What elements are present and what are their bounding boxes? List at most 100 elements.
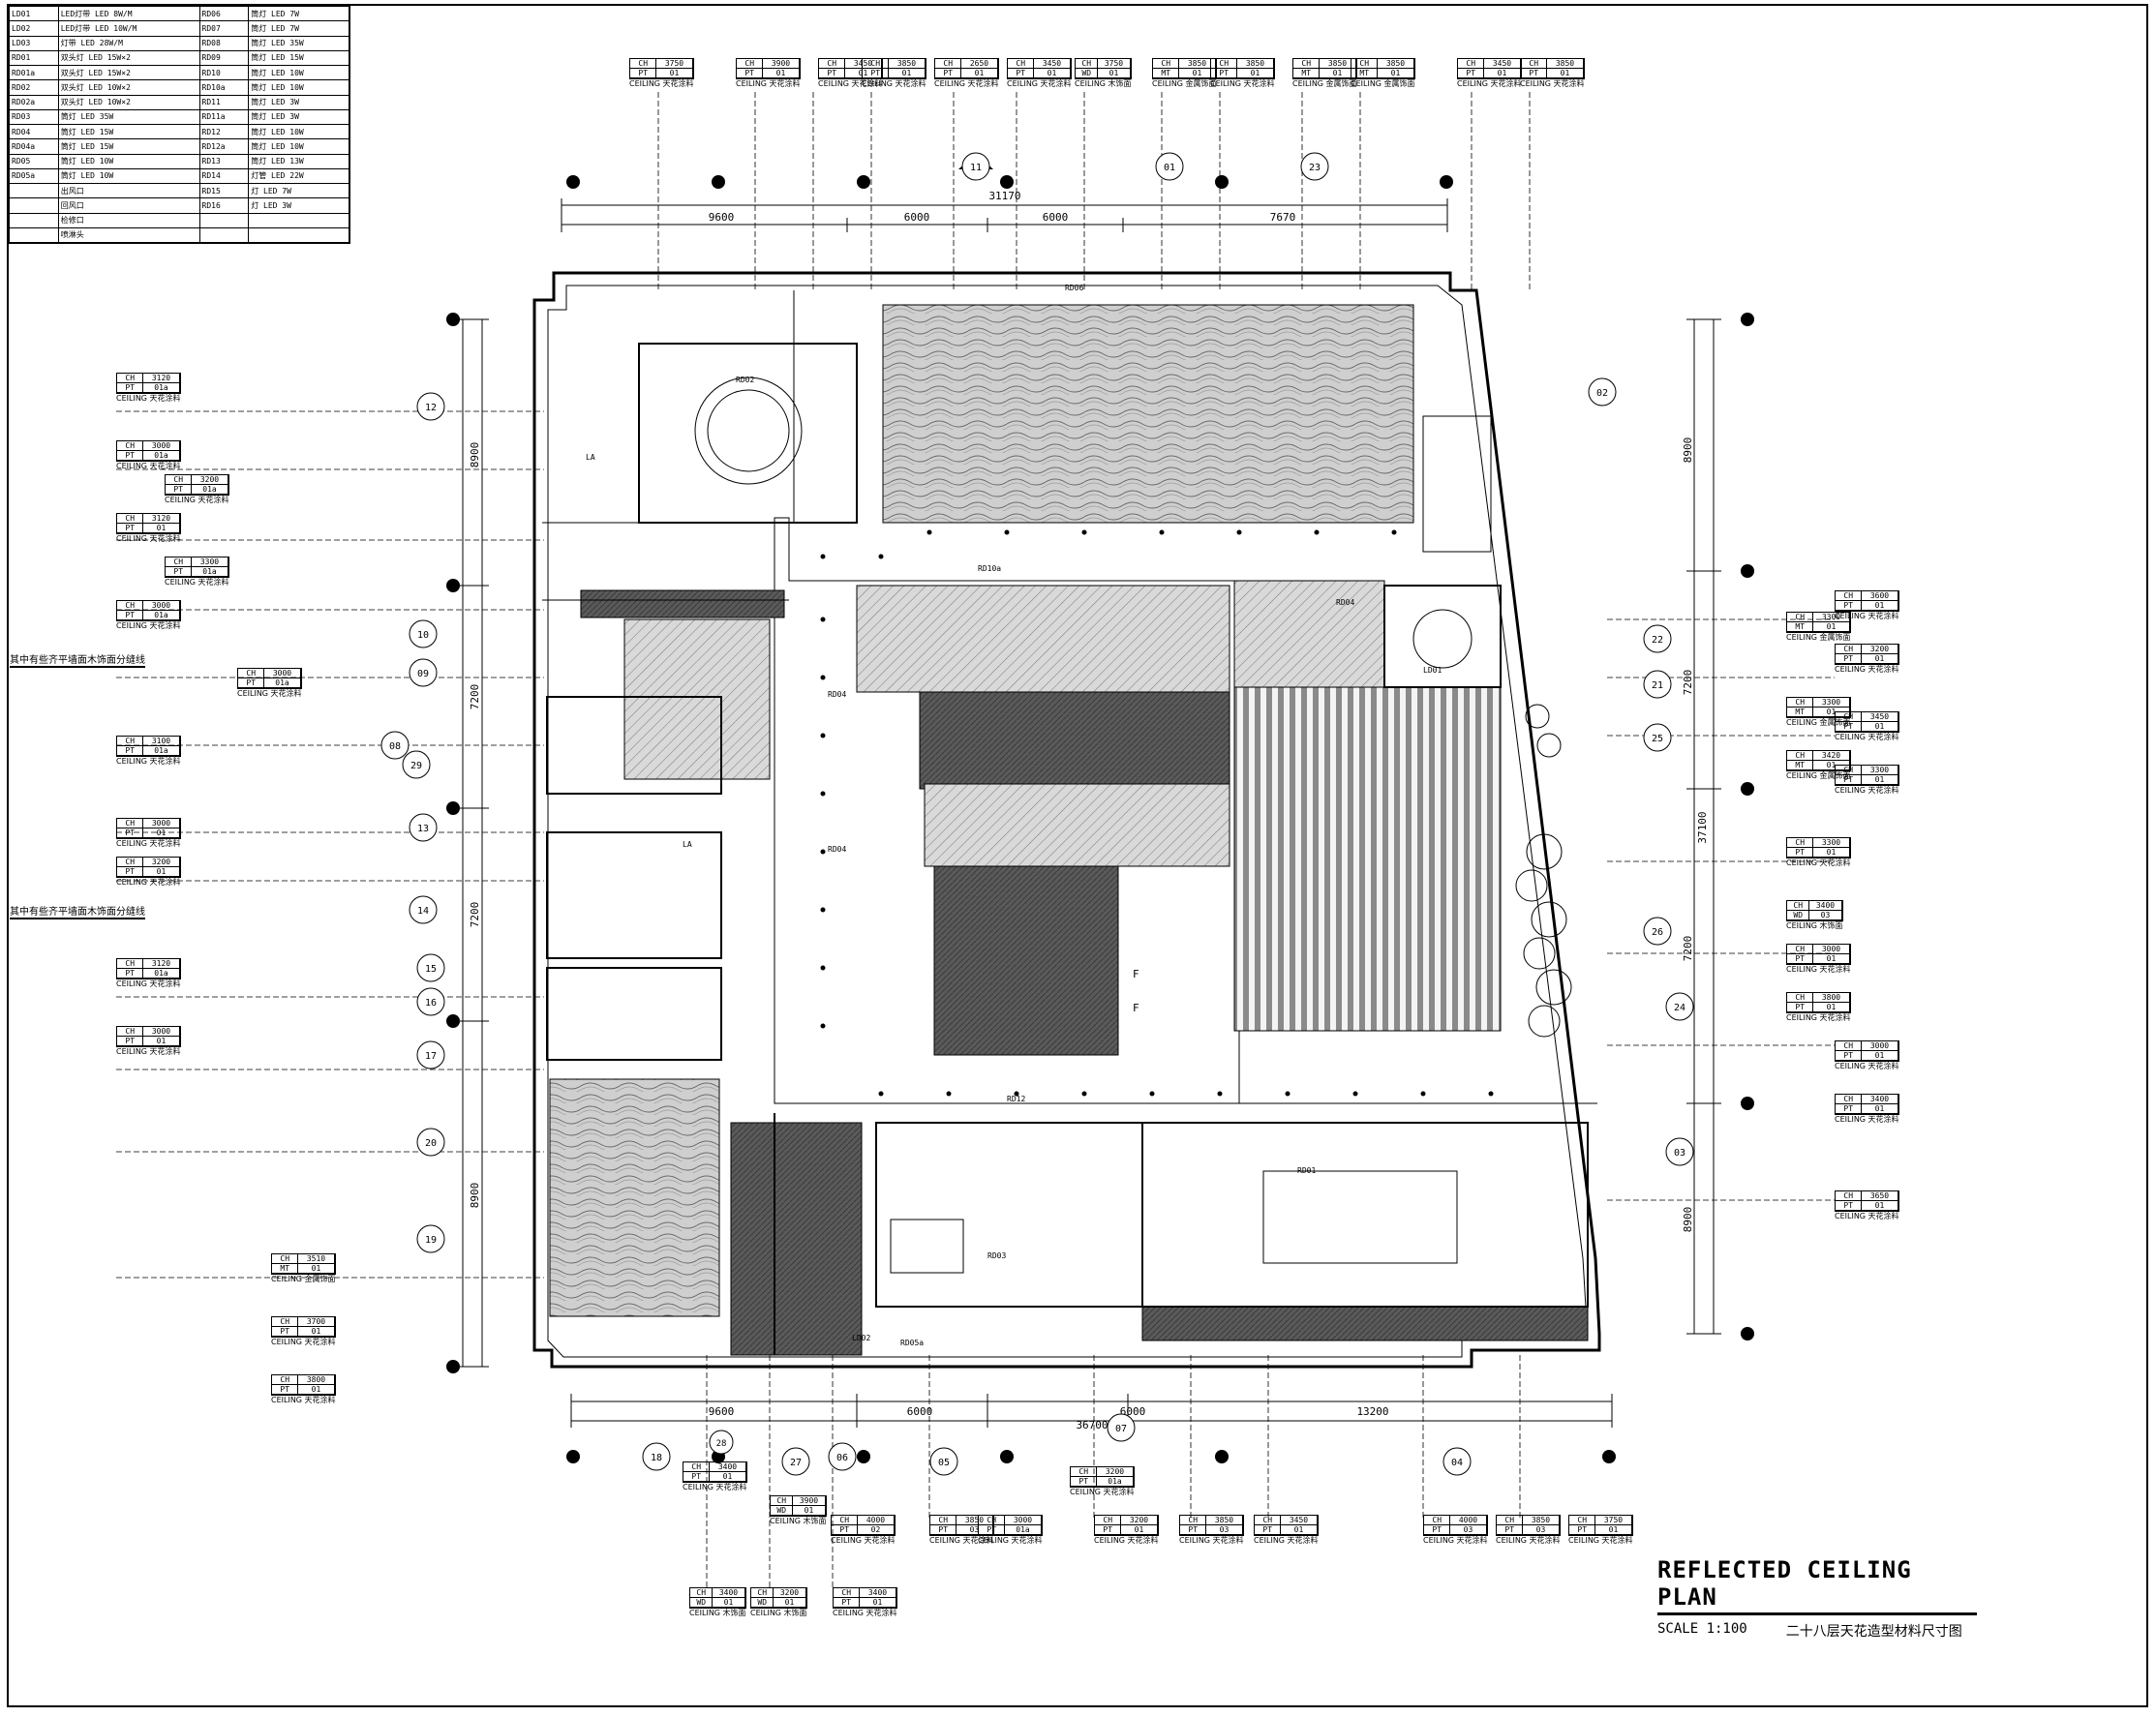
callout-n: 01 (298, 1327, 335, 1337)
callout-m: PT (737, 69, 764, 78)
callout-h: 3200 (192, 475, 228, 485)
legend-desc: 筒灯 LED 15W (248, 49, 349, 67)
callout-n: 01 (143, 524, 180, 533)
callout-m: MT (272, 1264, 299, 1274)
callout-ch: CH (832, 1516, 859, 1525)
callout-ch: CH (1836, 591, 1863, 601)
callout-ch: CH (683, 1462, 711, 1472)
legend-desc: 回风口 (57, 197, 200, 214)
callout-label: CEILING 天花涂料 (1520, 79, 1585, 88)
callout-label: CEILING 天花涂料 (934, 79, 999, 88)
planters (1515, 704, 1572, 1038)
room-code: LD01 (1423, 666, 1442, 675)
callout-ch: CH (272, 1317, 299, 1327)
callout-ch: CH (819, 59, 846, 69)
callout-m: PT (117, 383, 144, 393)
callout-m: MT (1351, 69, 1379, 78)
callout-m: PT (832, 1525, 859, 1535)
callout-label: CEILING 天花涂料 (116, 878, 181, 887)
legend-code: RD02a (9, 94, 59, 110)
legend-code: RD05a (9, 167, 59, 185)
callout-m: PT (117, 1037, 144, 1046)
callout-n: 01 (1034, 69, 1071, 78)
legend-code (9, 226, 59, 244)
callout-m: PT (979, 1525, 1006, 1535)
callout-h: 3300 (1813, 698, 1850, 708)
callout-h: 3100 (143, 737, 180, 746)
wood-ceiling-zone-north (882, 304, 1414, 524)
callout-n: 01 (1547, 69, 1584, 78)
legend-code: LD01 (9, 5, 59, 22)
callout-ch: CH (1787, 945, 1814, 954)
callout-label: CEILING 金属饰面 (1292, 79, 1357, 88)
callout-ch: CH (117, 737, 144, 746)
callout-h: 3650 (1862, 1191, 1898, 1201)
section-marker-19-label: 19 (425, 1235, 437, 1246)
office-corner-ne (1422, 415, 1492, 553)
callout-h: 3450 (1862, 712, 1898, 722)
inner-wall (547, 285, 1589, 1358)
callout-h: 3120 (143, 514, 180, 524)
callout-ch: CH (1787, 993, 1814, 1003)
bottom-dimension-line (570, 1394, 1613, 1428)
section-marker-23-label: 23 (1309, 163, 1321, 173)
callout-m: PT (117, 828, 144, 838)
callout-h: 3400 (710, 1462, 746, 1472)
callout-m: WD (771, 1506, 794, 1516)
callout-h: 3600 (1862, 591, 1898, 601)
callout-ch: CH (1458, 59, 1485, 69)
callout-label: CEILING 木饰面 (689, 1609, 746, 1617)
callout-m: MT (1787, 761, 1814, 770)
callout-label: CEILING 木饰面 (1786, 921, 1843, 930)
callout-label: CEILING 天花涂料 (1007, 79, 1072, 88)
callout-n: 01 (143, 1037, 180, 1046)
callout-m: PT (1836, 722, 1863, 732)
section-marker-17-label: 17 (425, 1051, 437, 1062)
callout-h: 3300 (1813, 613, 1850, 622)
callout-label: CEILING 天花涂料 (1070, 1488, 1135, 1496)
legend-desc (248, 212, 349, 228)
callout-label: CEILING 天花涂料 (1835, 1212, 1899, 1220)
callout-h: 3000 (1862, 1041, 1898, 1051)
callout-ch: CH (690, 1588, 714, 1598)
callout-label: CEILING 天花涂料 (1179, 1536, 1244, 1545)
dark-band-south (1141, 1306, 1589, 1341)
section-marker-09-label: 09 (417, 669, 429, 679)
legend-desc: 筒灯 LED 10W (57, 167, 200, 185)
callout-h: 3450 (1281, 1516, 1318, 1525)
callout-label: CEILING 天花涂料 (1835, 665, 1899, 674)
callout-n: 03 (1450, 1525, 1487, 1535)
callout-h: 3800 (1813, 993, 1850, 1003)
right-dimension-line (1686, 318, 1721, 1335)
callout-ch: CH (1787, 751, 1814, 761)
callout-n: 01a (192, 567, 228, 577)
callout-m: PT (1836, 601, 1863, 611)
room-code: RD12 (1007, 1095, 1025, 1103)
callout-h: 3900 (763, 59, 800, 69)
section-marker-02-label: 02 (1596, 388, 1608, 399)
